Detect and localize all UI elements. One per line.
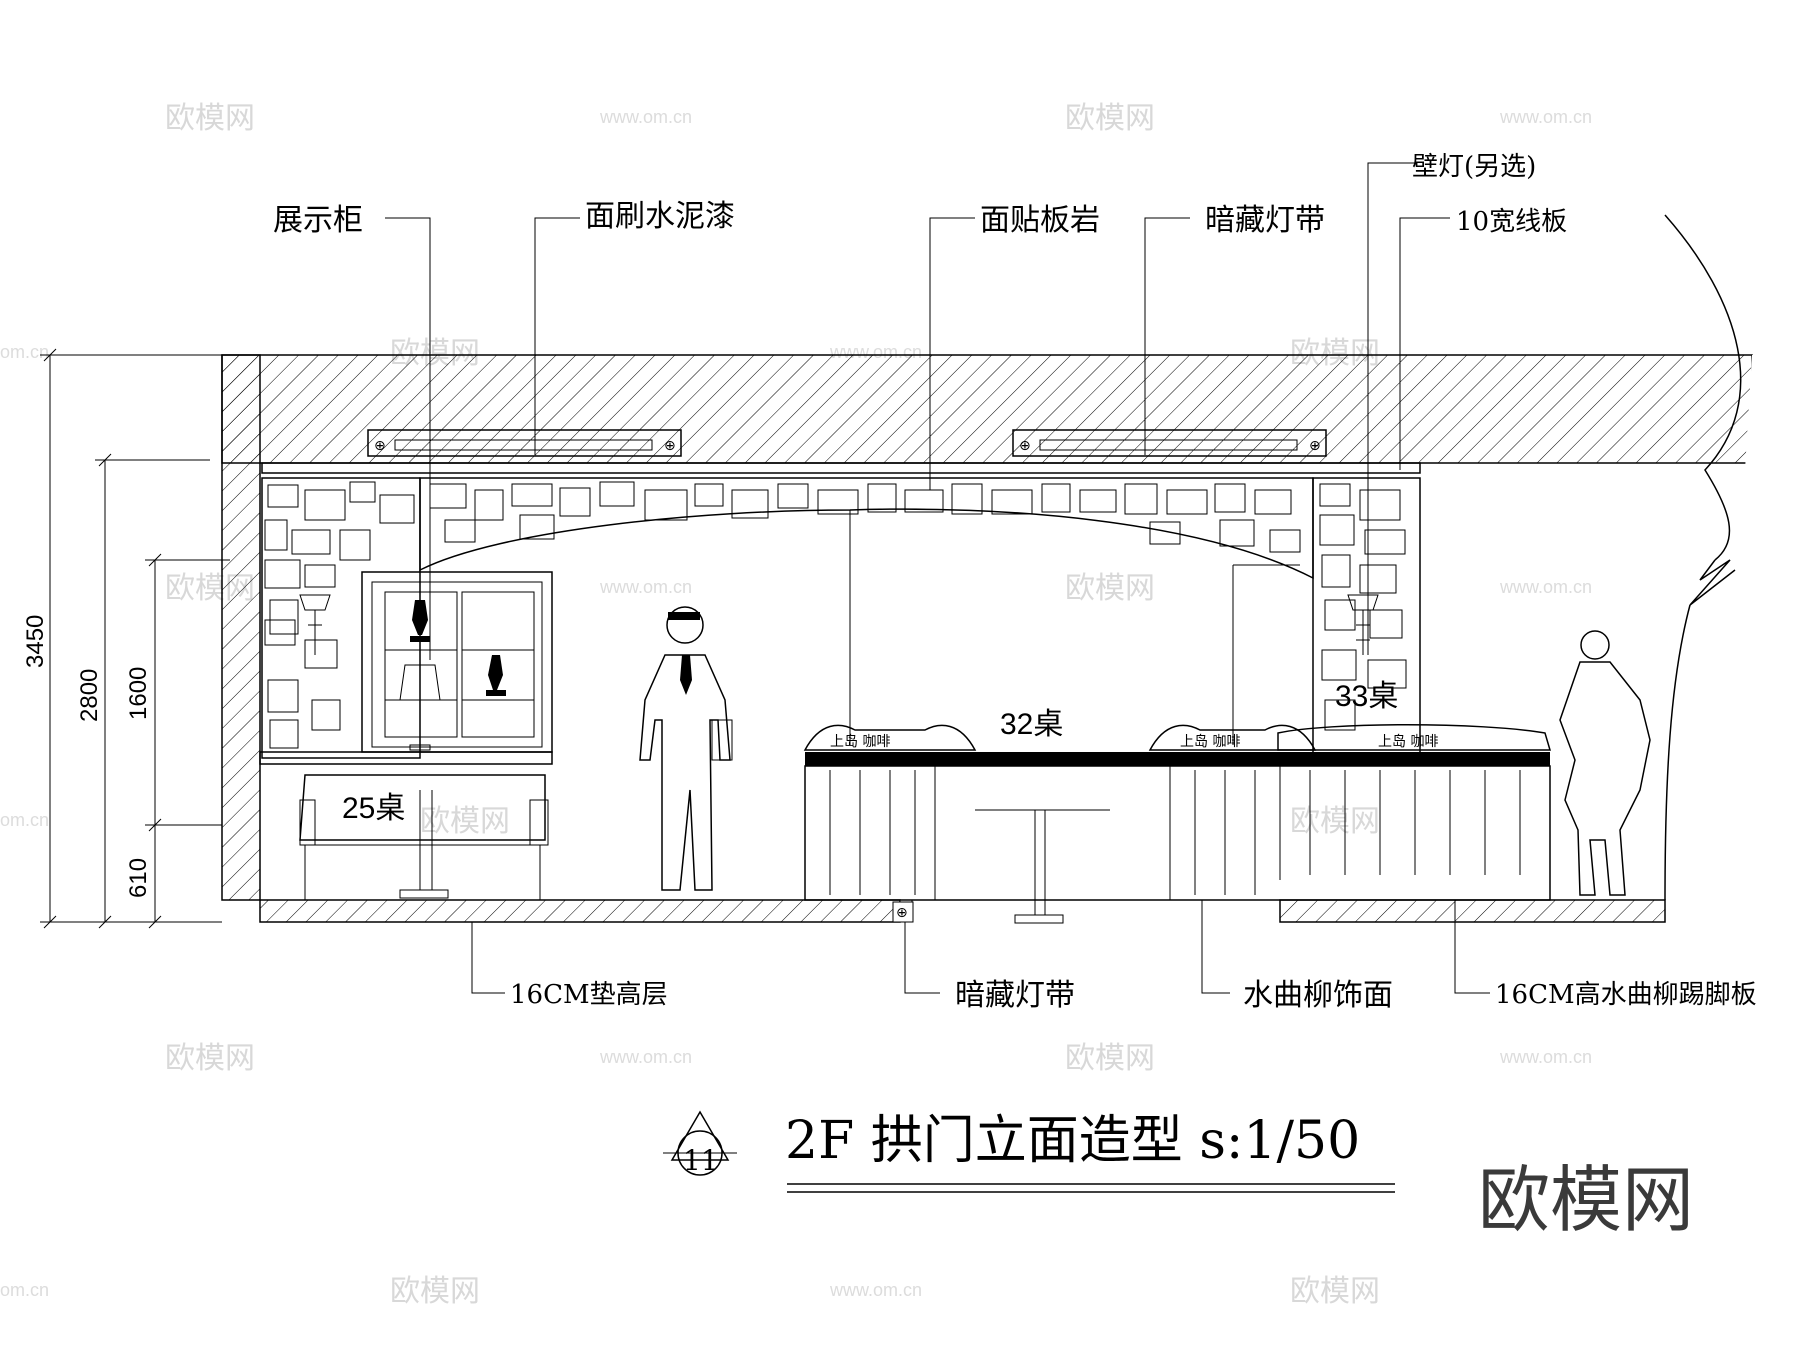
table-label-33: 33桌 xyxy=(1335,680,1398,713)
watermark-url: om.cn xyxy=(0,342,49,362)
watermark-url: www.om.cn xyxy=(599,1047,692,1067)
woman-figure xyxy=(1559,630,1651,896)
label-raised-layer: 16CM垫高层 xyxy=(510,980,668,1010)
callout-leaders-bottom xyxy=(471,900,1490,994)
table-label-25: 25桌 xyxy=(342,792,405,825)
table-label-32: 32桌 xyxy=(1000,708,1063,741)
cornice-molding xyxy=(261,462,1421,479)
dimension-lines xyxy=(40,348,230,929)
svg-text:⊕: ⊕ xyxy=(1019,438,1031,454)
label-hidden-light-strip-bottom: 暗藏灯带 xyxy=(955,978,1075,1013)
sofa-table-25 xyxy=(299,774,549,900)
arch-doors xyxy=(849,510,1300,745)
ceiling-slab xyxy=(221,354,1800,470)
booth-sign-left: 上岛 咖啡 xyxy=(830,734,890,750)
watermark-url: www.om.cn xyxy=(829,1280,922,1300)
label-wall-lamp: 壁灯(另选) xyxy=(1412,152,1536,182)
wall-sconce-left xyxy=(299,594,331,655)
watermark: 欧模网 xyxy=(1065,571,1155,606)
watermark-url: www.om.cn xyxy=(599,577,692,597)
svg-text:⊕: ⊕ xyxy=(374,438,386,454)
left-wall xyxy=(221,354,261,901)
svg-text:⊕: ⊕ xyxy=(1309,438,1321,454)
watermark-url: www.om.cn xyxy=(1499,577,1592,597)
drawing-title: 2F 拱门立面造型 s:1/50 xyxy=(785,1111,1360,1171)
watermark-url: www.om.cn xyxy=(1499,107,1592,127)
watermark: 欧模网 xyxy=(1065,101,1155,136)
logo-mark: 欧模网 xyxy=(1478,1158,1694,1242)
label-cement-paint: 面刷水泥漆 xyxy=(585,199,735,234)
label-line-board: 10宽线板 xyxy=(1456,207,1567,237)
watermark-url: om.cn xyxy=(0,1280,49,1300)
ceiling-light-box-right: ⊕ ⊕ xyxy=(1012,429,1327,457)
booth-sign-mid: 上岛 咖啡 xyxy=(1180,734,1240,750)
break-line xyxy=(1664,214,1742,901)
watermark-url: om.cn xyxy=(0,810,49,830)
section-number: 11 xyxy=(683,1144,719,1177)
label-hidden-light-strip-top: 暗藏灯带 xyxy=(1205,203,1325,238)
watermark: 欧模网 xyxy=(390,1274,480,1309)
ceiling-light-box-left: ⊕ ⊕ xyxy=(367,429,682,457)
floor-light-marker: ⊕ xyxy=(892,901,914,923)
watermark: 欧模网 xyxy=(1065,1041,1155,1076)
watermark: 欧模网 xyxy=(1290,1274,1380,1309)
svg-text:⊕: ⊕ xyxy=(664,438,676,454)
floor-slab xyxy=(259,899,1666,923)
label-ash-veneer: 水曲柳饰面 xyxy=(1243,978,1393,1013)
man-figure xyxy=(639,606,733,891)
watermark: 欧模网 xyxy=(420,804,510,839)
watermark: 欧模网 xyxy=(165,101,255,136)
label-display-cabinet: 展示柜 xyxy=(273,203,363,238)
dimension-3450: 3450 xyxy=(22,615,49,668)
dimension-1600: 1600 xyxy=(125,667,152,720)
stone-wall xyxy=(261,477,1421,764)
dimension-610: 610 xyxy=(125,858,152,898)
wall-sconce-right xyxy=(1347,594,1379,655)
watermark: 欧模网 xyxy=(165,1041,255,1076)
label-ash-skirting: 16CM高水曲柳踢脚板 xyxy=(1495,980,1757,1010)
dimension-2800: 2800 xyxy=(76,669,103,722)
watermark: 欧模网 xyxy=(1290,804,1380,839)
svg-text:⊕: ⊕ xyxy=(896,905,908,921)
booth-seating: 上岛 咖啡 上岛 咖啡 上岛 咖啡 xyxy=(803,724,1552,924)
booth-sign-right: 上岛 咖啡 xyxy=(1378,734,1438,750)
watermark-url: www.om.cn xyxy=(1499,1047,1592,1067)
section-marker: 11 xyxy=(663,1110,737,1177)
label-slate-veneer: 面贴板岩 xyxy=(980,203,1100,238)
callout-leaders-top xyxy=(385,162,1450,660)
watermark-url: www.om.cn xyxy=(599,107,692,127)
display-cabinet xyxy=(259,571,553,765)
